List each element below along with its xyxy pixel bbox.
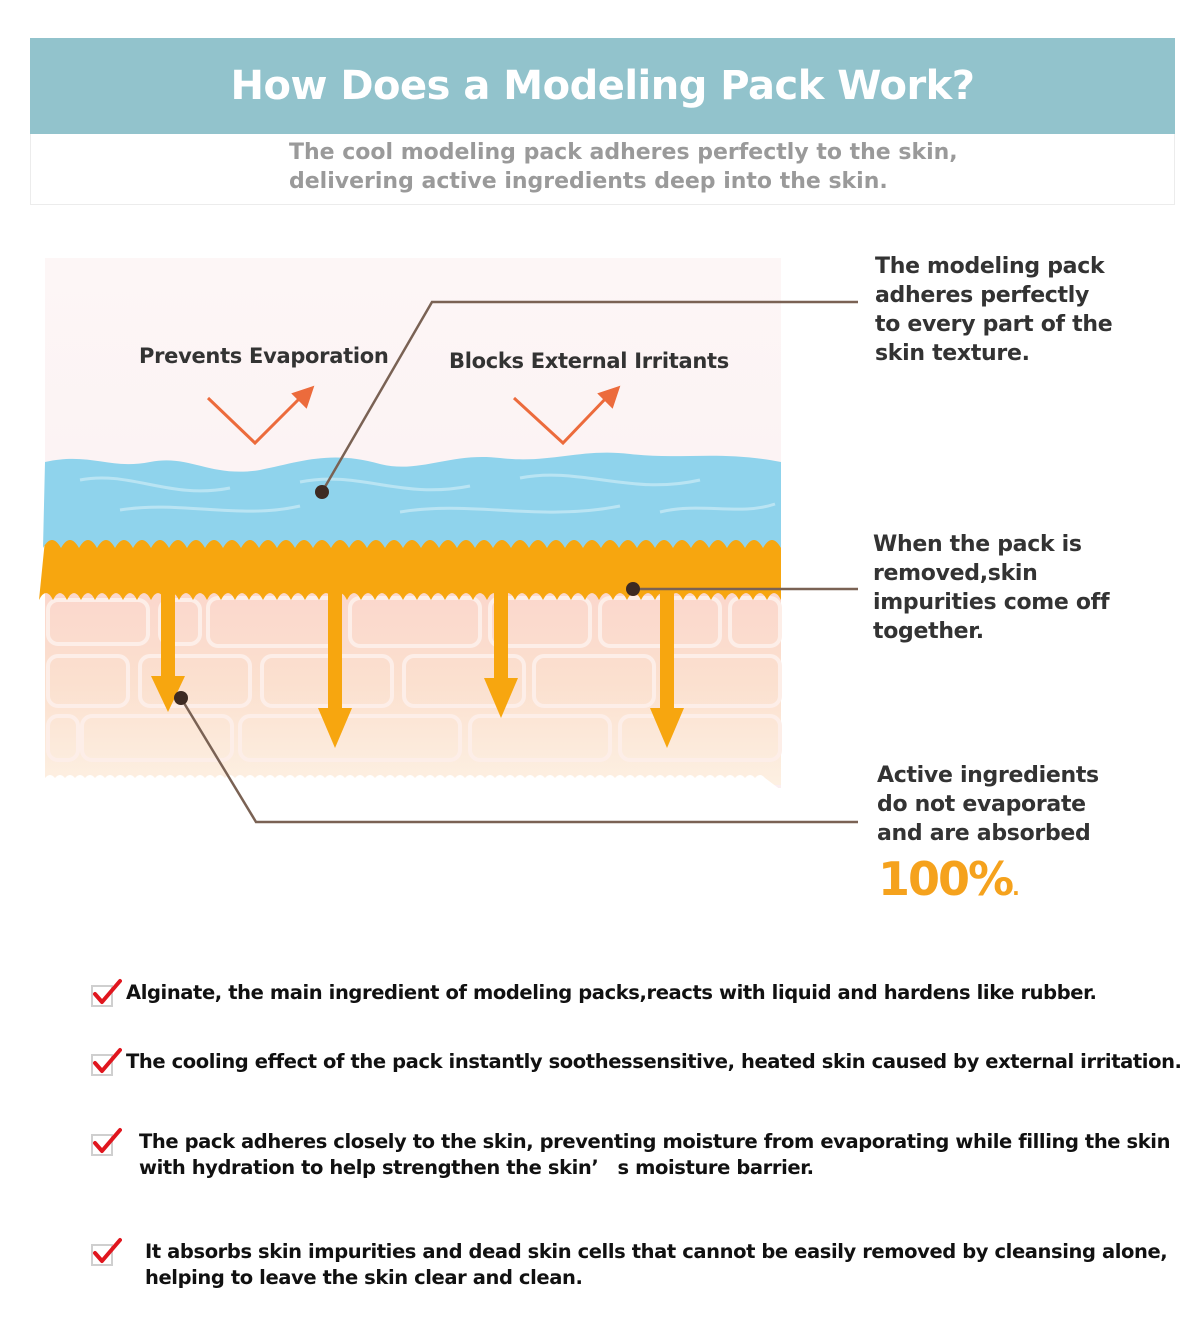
checkbox-checked-icon [91, 979, 122, 1007]
leader-lines [179, 300, 858, 824]
benefit-text: The cooling effect of the pack instantly… [126, 1049, 1182, 1075]
callout-absorption: Active ingredients do not evaporate and … [877, 761, 1099, 848]
leader-dot [315, 485, 329, 499]
checkbox-checked-icon [91, 1048, 122, 1076]
subtitle-box: The cool modeling pack adheres perfectly… [30, 134, 1175, 205]
benefit-line: The cooling effect of the pack instantly… [126, 1050, 1182, 1073]
irritant-block-arrow-icon [512, 385, 621, 446]
leader-line-adhesion [320, 300, 858, 493]
subtitle-line: The cool modeling pack adheres perfectly… [289, 140, 958, 165]
evaporation-block-arrow-icon [206, 385, 315, 446]
blue-modeling-pack-layer [43, 452, 781, 548]
leader-line-absorption [179, 697, 858, 824]
percent-suffix: . [1012, 876, 1020, 900]
callout-line: The modeling pack [875, 254, 1105, 279]
callout-line: removed,skin [873, 561, 1038, 586]
benefit-line: The pack adheres closely to the skin, pr… [139, 1130, 1171, 1153]
down-arrow-icon [318, 590, 352, 748]
callout-line: impurities come off [873, 590, 1110, 615]
absorption-arrows [151, 590, 684, 748]
callout-line: together. [873, 619, 984, 644]
label-prevents-evaporation: Prevents Evaporation [139, 344, 389, 368]
subtitle-line: delivering active ingredients deep into … [289, 169, 888, 194]
page-title: How Does a Modeling Pack Work? [230, 63, 975, 109]
pack-texture [79, 473, 776, 514]
callout-line: adheres perfectly [875, 283, 1090, 308]
benefit-item: The pack adheres closely to the skin, pr… [90, 1128, 1170, 1181]
skin-cells [46, 596, 782, 762]
benefit-text: The pack adheres closely to the skin, pr… [139, 1129, 1170, 1181]
benefit-item: Alginate, the main ingredient of modelin… [90, 979, 1097, 1008]
down-arrow-icon [650, 590, 684, 748]
leader-dot [174, 691, 188, 705]
skin-layer-diagram [39, 258, 858, 824]
callout-line: and are absorbed [877, 821, 1091, 846]
callout-line: to every part of the [875, 312, 1113, 337]
benefit-item: The cooling effect of the pack instantly… [90, 1048, 1182, 1077]
checkbox-checked-icon [91, 1128, 122, 1156]
checkbox-checked-icon [91, 1238, 122, 1266]
header-band: How Does a Modeling Pack Work? [30, 38, 1175, 134]
benefit-line: It absorbs skin impurities and dead skin… [145, 1240, 1168, 1263]
benefit-line: Alginate, the main ingredient of modelin… [126, 981, 1097, 1004]
benefit-line: helping to leave the skin clear and clea… [145, 1266, 583, 1289]
benefit-text: Alginate, the main ingredient of modelin… [126, 980, 1097, 1006]
benefit-text: It absorbs skin impurities and dead skin… [145, 1239, 1168, 1291]
down-arrow-icon [151, 590, 185, 712]
leader-dot [626, 582, 640, 596]
absorption-percent: 100%. [878, 852, 1020, 906]
benefit-line: with hydration to help strengthen the sk… [139, 1156, 814, 1179]
callout-adhesion: The modeling pack adheres perfectly to e… [875, 252, 1113, 368]
callout-line: skin texture. [875, 341, 1030, 366]
orange-skin-layer [39, 531, 781, 600]
label-blocks-irritants: Blocks External Irritants [449, 349, 729, 373]
callout-line: do not evaporate [877, 792, 1086, 817]
page-subtitle: The cool modeling pack adheres perfectly… [289, 138, 958, 196]
callout-line: Active ingredients [877, 763, 1099, 788]
benefit-item: It absorbs skin impurities and dead skin… [90, 1238, 1168, 1291]
percent-value: 100% [878, 852, 1014, 906]
down-arrow-icon [484, 590, 518, 718]
callout-line: When the pack is [873, 532, 1082, 557]
leader-dots [174, 485, 640, 705]
callout-removal: When the pack is removed,skin impurities… [873, 530, 1110, 646]
